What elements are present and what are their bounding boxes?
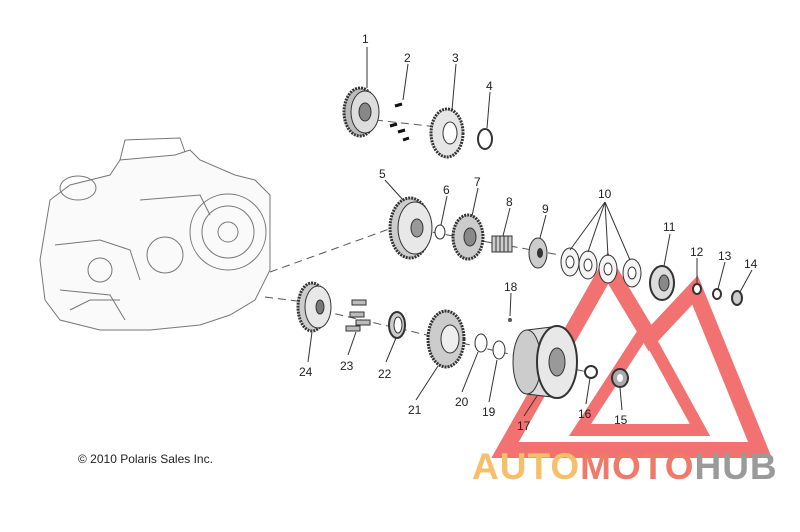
watermark-auto: AUTO — [472, 446, 581, 487]
callout-21: 21 — [408, 403, 422, 417]
watermark-moto: MOTO — [580, 446, 695, 487]
callout-20: 20 — [455, 395, 469, 409]
part-9-hub — [528, 237, 548, 269]
callout-18: 18 — [504, 280, 518, 294]
callout-17: 17 — [517, 419, 531, 433]
part-12-washer — [692, 283, 702, 295]
part-15-nut — [611, 368, 629, 388]
part-13-washer — [712, 288, 722, 300]
part-21-gear — [426, 309, 466, 369]
callout-7: 7 — [474, 175, 481, 189]
part-4-clip — [477, 128, 493, 150]
callout-24: 24 — [299, 365, 313, 379]
callout-8: 8 — [506, 195, 513, 209]
part-22-bearing — [388, 311, 406, 339]
part-7-gear — [451, 213, 485, 261]
copyright-text: © 2010 Polaris Sales Inc. — [78, 452, 213, 466]
part-14-nut — [731, 290, 743, 306]
part-20-washer — [474, 333, 488, 353]
callout-19: 19 — [482, 405, 496, 419]
callout-6: 6 — [443, 183, 450, 197]
part-3-gear — [429, 107, 465, 159]
callout-1: 1 — [362, 32, 369, 46]
part-5-gear — [388, 196, 433, 260]
part-6-washer — [434, 224, 446, 240]
part-10-plates — [560, 247, 642, 288]
callout-leaders — [307, 47, 753, 417]
callout-4: 4 — [486, 79, 493, 93]
part-23-bolts — [345, 299, 371, 332]
part-19-washer — [492, 340, 506, 360]
callout-3: 3 — [452, 51, 459, 65]
part-17-clutch-drum — [512, 325, 578, 399]
callout-2: 2 — [404, 51, 411, 65]
callout-15: 15 — [614, 413, 628, 427]
callout-13: 13 — [718, 249, 732, 263]
part-1-gear — [342, 86, 380, 138]
engine-case — [39, 137, 271, 331]
part-2-pins — [389, 102, 410, 142]
callout-22: 22 — [378, 367, 392, 381]
callout-23: 23 — [340, 359, 354, 373]
watermark-hub: HUB — [694, 446, 778, 487]
part-16-washer — [584, 365, 598, 379]
callout-10: 10 — [598, 187, 612, 201]
watermark-brand: AUTOMOTOHUB — [472, 446, 778, 488]
callout-10-leaders — [569, 201, 631, 261]
part-18-pin — [508, 318, 512, 322]
part-24-gear — [296, 281, 332, 333]
part-8-bearing — [491, 235, 513, 253]
callout-12: 12 — [690, 245, 704, 259]
callout-numbers: 1 2 3 4 5 6 7 8 9 10 11 12 13 14 15 16 1… — [299, 32, 758, 433]
part-11-pressure-plate — [649, 265, 675, 301]
callout-11: 11 — [663, 220, 676, 234]
callout-9: 9 — [542, 202, 549, 216]
callout-5: 5 — [379, 167, 386, 181]
callout-16: 16 — [578, 407, 592, 421]
callout-14: 14 — [744, 257, 758, 271]
